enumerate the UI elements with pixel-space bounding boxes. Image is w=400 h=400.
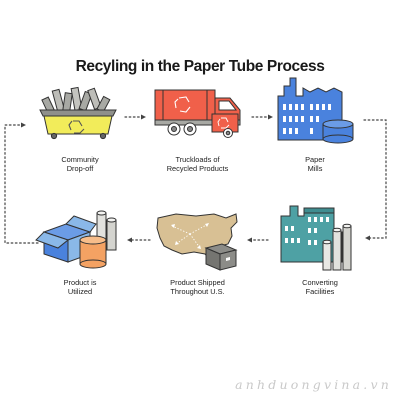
arrow-mills-to-converting <box>363 119 387 239</box>
arrowhead-icon <box>365 235 370 241</box>
label-line: Truckloads of <box>175 155 220 164</box>
label-line: Community <box>61 155 99 164</box>
arrowhead-icon <box>127 237 132 243</box>
arrow-utilized-to-community <box>4 124 39 244</box>
step-label-utilized: Product is Utilized <box>40 278 120 296</box>
label-line: Throughout U.S. <box>170 287 225 296</box>
label-line: Paper <box>305 155 325 164</box>
label-line: Facilities <box>305 287 335 296</box>
step-label-mills: Paper Mills <box>280 155 350 173</box>
converting-facility-icon <box>280 205 352 271</box>
watermark: anhduongvina.vn <box>235 377 392 392</box>
label-line: Converting <box>302 278 338 287</box>
label-line: Utilized <box>67 287 93 296</box>
arrowhead-icon <box>141 114 146 120</box>
recycling-bin-icon <box>39 86 117 140</box>
arrowhead-icon <box>268 114 273 120</box>
arrowheads <box>21 114 370 243</box>
label-line: Recycled Products <box>166 164 229 173</box>
arrowhead-icon <box>247 237 252 243</box>
label-line: Product Shipped <box>170 278 225 287</box>
label-line: Product is <box>63 278 97 287</box>
step-label-shipped: Product Shipped Throughout U.S. <box>150 278 245 296</box>
product-box-icon <box>35 210 117 269</box>
label-line: Drop-off <box>66 164 94 173</box>
step-label-community: Community Drop-off <box>40 155 120 173</box>
step-label-trucks: Truckloads of Recycled Products <box>150 155 245 173</box>
paper-mill-icon <box>277 77 354 144</box>
truck-icon <box>154 89 241 138</box>
flow-arrows <box>4 116 387 244</box>
page-title: Recyling in the Paper Tube Process <box>75 58 325 75</box>
us-map-icon <box>156 213 238 271</box>
label-line: Mills <box>307 164 323 173</box>
arrowhead-icon <box>21 122 26 128</box>
step-label-converting: Converting Facilities <box>285 278 355 296</box>
